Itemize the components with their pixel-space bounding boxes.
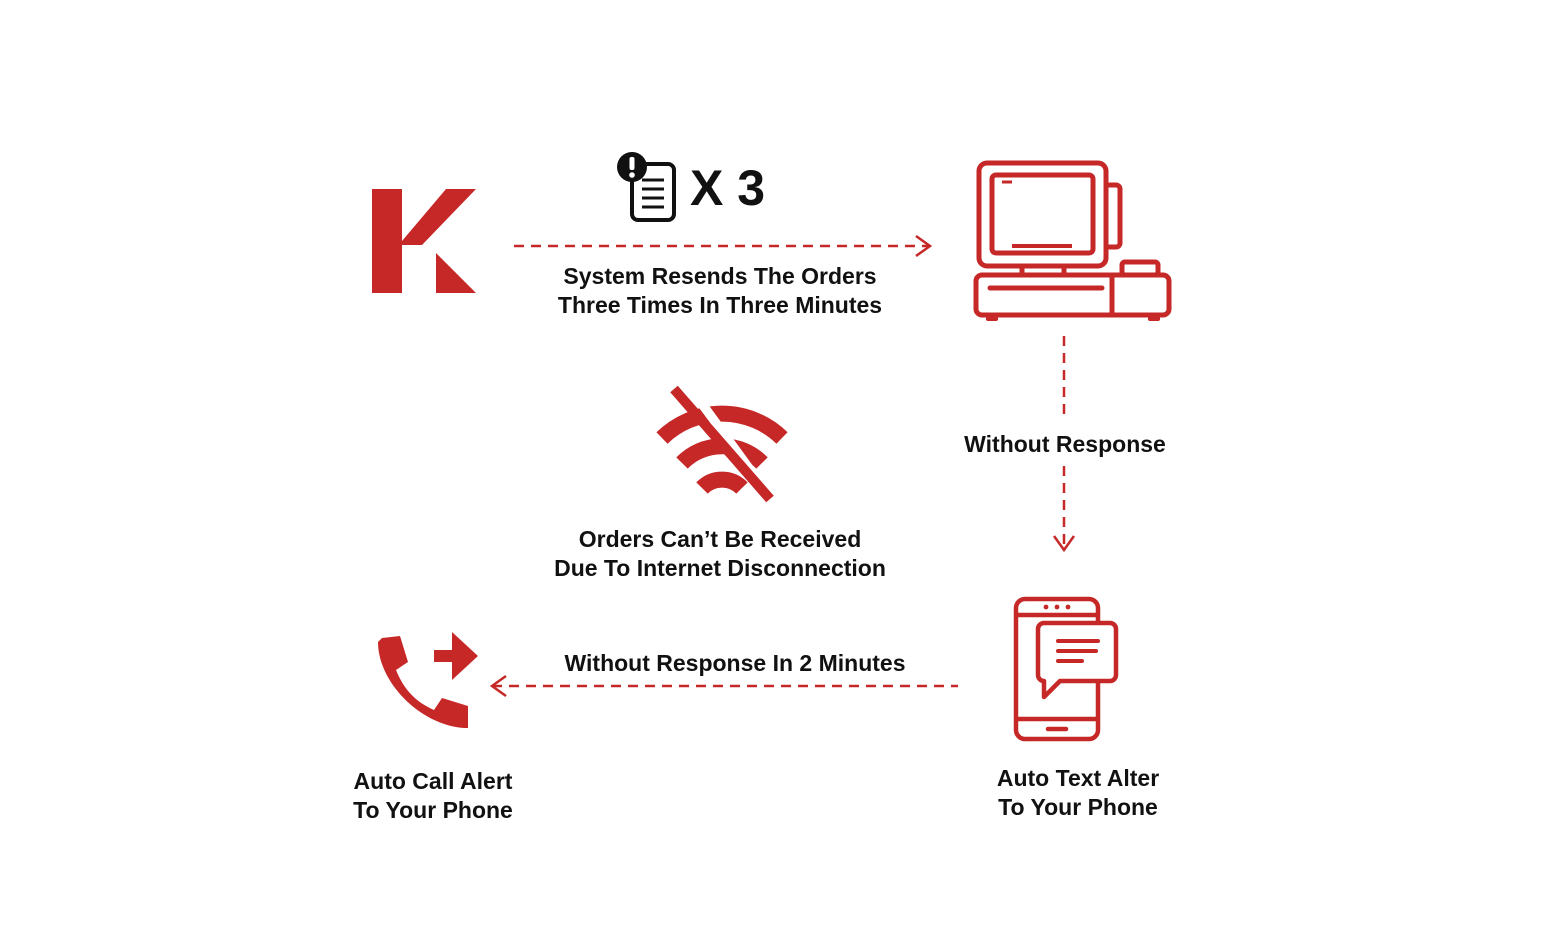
call-alert-label: Auto Call Alert To Your Phone [353,768,513,823]
without-response-2min-label: Without Response In 2 Minutes [564,650,906,676]
phone-message-icon [1013,596,1119,742]
k-logo [372,189,476,293]
multiplier-label: X 3 [690,160,766,216]
arrow-down-upper [1062,336,1066,420]
arrow-down [1052,466,1076,553]
resend-label: System Resends The Orders Three Times In… [557,263,883,318]
call-forward-icon [378,632,478,728]
disconnection-label: Orders Can’t Be Received Due To Internet… [554,526,886,581]
arrow-left [489,674,958,698]
order-document-alert-icon [617,152,676,222]
text-alert-label: Auto Text Alter To Your Phone [996,765,1160,820]
arrow-right [514,234,933,258]
without-response-label: Without Response [964,431,1166,457]
pos-terminal-icon [973,160,1172,321]
wifi-off-icon [656,385,788,503]
